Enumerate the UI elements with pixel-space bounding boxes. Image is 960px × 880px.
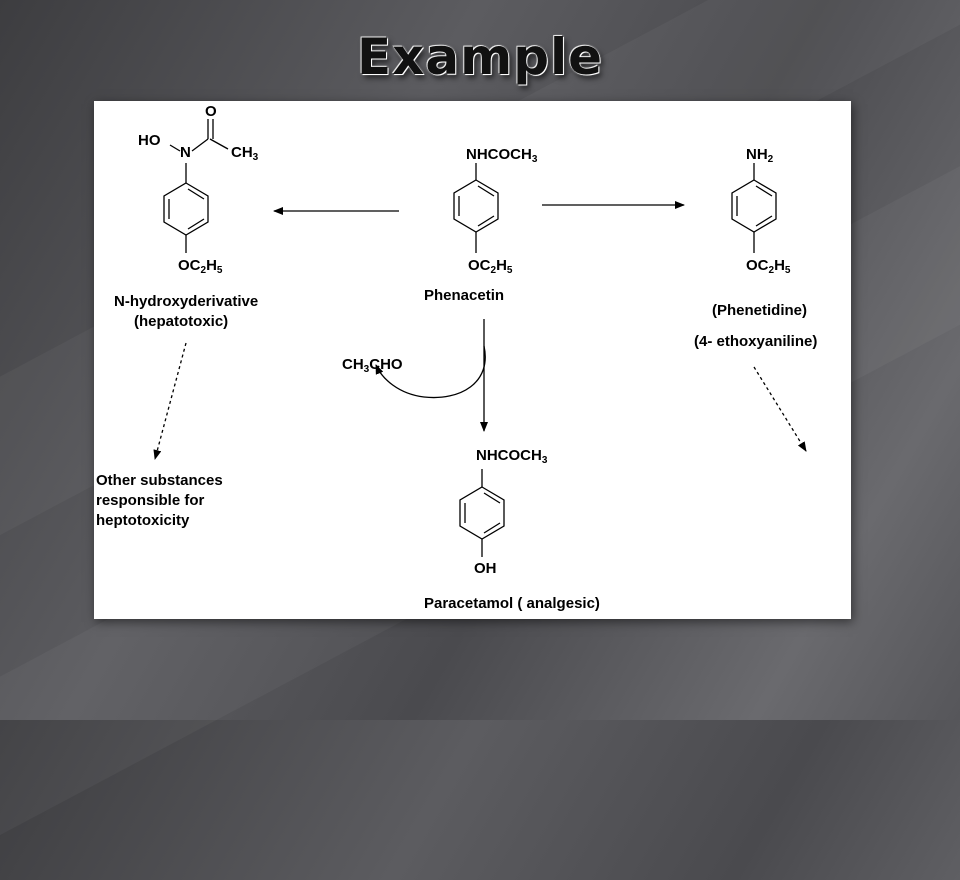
ring-phenacetin — [453, 163, 499, 253]
label-nitrogen: N — [180, 144, 191, 161]
dashed-arrow-to-other-substances — [153, 342, 187, 460]
name-n-hydroxyderivative: N-hydroxyderivative — [114, 293, 259, 310]
diagram-panel: O HO N CH3 OC2H5 N-hydroxyderivative (he… — [94, 101, 851, 619]
label-phenacetin-amide: NHCOCH3 — [466, 146, 538, 165]
dashed-arrow-from-phenetidine — [753, 366, 807, 452]
label-hydroxy: HO — [138, 132, 161, 149]
label-oxygen: O — [205, 103, 217, 120]
label-phenacetin-ethoxy: OC2H5 — [468, 257, 513, 276]
label-methyl: CH3 — [231, 144, 259, 163]
label-acetaldehyde: CH3CHO — [342, 356, 403, 375]
slide-title: Example — [356, 28, 604, 86]
ring-n-hydroxy — [163, 119, 229, 253]
name-ethoxyaniline: (4- ethoxyaniline) — [694, 333, 818, 350]
other-substances-line1: Other substances — [96, 472, 223, 489]
ring-paracetamol — [459, 469, 505, 557]
label-ethoxy-n-hydroxy: OC2H5 — [178, 257, 223, 276]
arrow-to-acetaldehyde — [375, 345, 486, 399]
label-paracetamol-hydroxyl: OH — [474, 560, 497, 577]
other-substances-line2: responsible for — [96, 492, 205, 509]
label-paracetamol-amide: NHCOCH3 — [476, 447, 548, 466]
label-phenetidine-ethoxy: OC2H5 — [746, 257, 791, 276]
name-paracetamol: Paracetamol ( analgesic) — [424, 595, 600, 612]
name-phenacetin: Phenacetin — [424, 287, 505, 304]
other-substances-line3: heptotoxicity — [96, 512, 190, 529]
name-hepatotoxic: (hepatotoxic) — [134, 313, 229, 330]
ring-phenetidine — [731, 163, 777, 253]
name-phenetidine: (Phenetidine) — [712, 302, 808, 319]
label-phenetidine-amine: NH2 — [746, 146, 774, 165]
reaction-diagram — [153, 119, 807, 557]
